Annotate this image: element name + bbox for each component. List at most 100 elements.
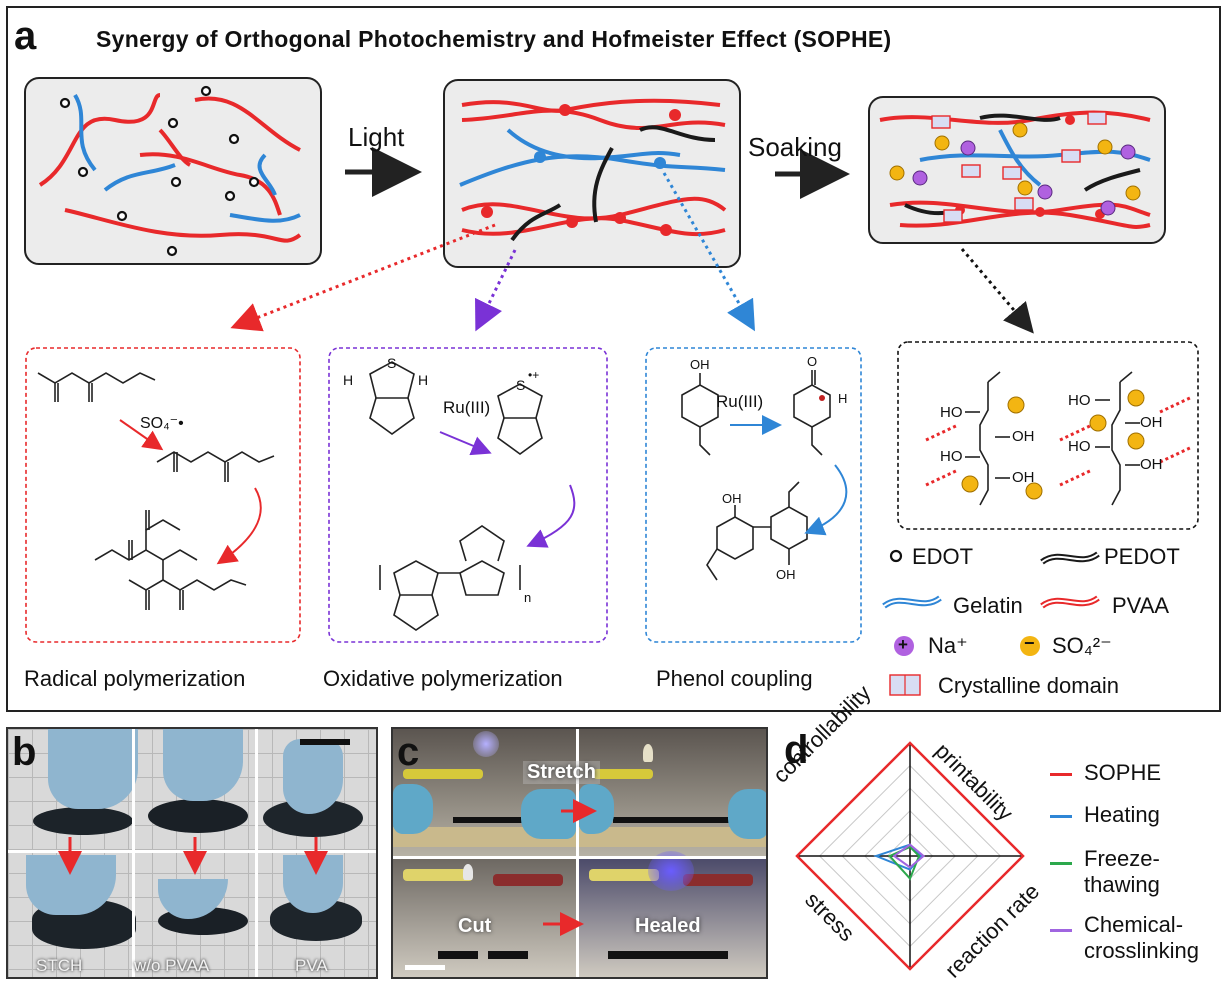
crystal-oh-2: OH (1012, 469, 1035, 486)
scale-bar-b (300, 739, 350, 745)
gel-cut-left (438, 951, 478, 959)
legend-sophe: SOPHE (1084, 760, 1162, 785)
gel-cut-right (488, 951, 528, 959)
oxidative-reagent-1: Ru(III) (443, 398, 491, 417)
panel-b-letter: b (12, 730, 37, 774)
connector-oxidative (475, 249, 517, 332)
divider-v2 (255, 729, 258, 977)
glove-c-2 (521, 789, 576, 839)
connector-phenol (662, 172, 755, 332)
crystalline-domains (931, 111, 1107, 223)
oxidative-structures (369, 361, 543, 631)
radar-series-chemical-crosslinking (892, 843, 926, 869)
radical-reagent: SO₄⁻• (140, 415, 184, 432)
pvaa-chains (38, 93, 302, 243)
radar-series-freeze-thawing (887, 845, 921, 881)
clip-yellow-top-2 (593, 769, 653, 779)
ruler-right (579, 827, 766, 847)
panel-d-letter: d (784, 728, 809, 772)
sample-stch-top (33, 807, 133, 835)
crystal-oh-4: OH (1140, 456, 1163, 473)
glove-1 (48, 729, 138, 809)
polymer-n: n (524, 590, 532, 605)
clip-yellow-top (403, 769, 483, 779)
legend-freeze-line (1050, 862, 1072, 865)
phenol-h: H (838, 391, 848, 406)
legend-chem-2: crosslinking (1084, 938, 1199, 963)
glove-2 (163, 729, 243, 801)
legend-edot: EDOT (912, 544, 974, 569)
glove-c-1 (393, 784, 433, 834)
panel-c-cut: Cut (458, 915, 492, 937)
panel-b-label-pva: PVA (295, 956, 328, 975)
legend-freeze-2: thawing (1084, 872, 1160, 897)
gel-strip-right (613, 817, 743, 823)
clip-red-bottom-2 (683, 874, 753, 886)
radar-series-sophe (795, 741, 1025, 971)
legend-pedot: PEDOT (1104, 544, 1180, 569)
legend-chem-1: Chemical- (1084, 912, 1184, 937)
legend-gelatin: Gelatin (953, 593, 1023, 618)
crystal-oh-1: OH (1012, 428, 1035, 445)
legend-so4: SO₄²⁻ (1052, 633, 1112, 658)
clip-red-bottom (493, 874, 563, 886)
scale-bar-c (405, 965, 445, 970)
legend-na-plus-sym: + (898, 635, 908, 654)
radical-structures (37, 372, 275, 610)
c-divider-h (393, 856, 766, 859)
radical-cation-plus: •+ (528, 368, 540, 382)
crystal-ho-4: HO (1068, 438, 1091, 455)
radical-box (25, 347, 301, 643)
phenol-reagent: Ru(III) (716, 392, 764, 411)
panel-b (6, 727, 378, 979)
panel-b-label-wopvaa: w/o PVAA (134, 956, 210, 975)
connector-radical (230, 223, 496, 332)
divider-v1 (132, 729, 135, 977)
panel-a-schematic (24, 77, 1199, 696)
caption-phenol: Phenol coupling (656, 666, 813, 691)
phenol-o: O (807, 354, 818, 369)
panel-b-arrows (58, 837, 328, 875)
phenol-oh-1: OH (690, 357, 710, 372)
light-label: Light (348, 122, 405, 152)
legend-freeze-1: Freeze- (1084, 846, 1160, 871)
led-glow-top (473, 731, 499, 757)
legend-sophe-line (1050, 773, 1072, 776)
gel-strip-left (453, 817, 523, 823)
led-cut (463, 864, 473, 880)
legend-so4-minus-sym: − (1024, 633, 1035, 653)
caption-oxidative: Oxidative polymerization (323, 666, 563, 691)
legend-pvaa: PVAA (1112, 593, 1170, 618)
glove-3 (283, 739, 343, 814)
glove-c-4 (728, 789, 766, 839)
crystal-ho-2: HO (940, 448, 963, 465)
soaking-label: Soaking (748, 132, 842, 162)
precursor-box (24, 77, 322, 265)
crystal-ho-3: HO (1068, 392, 1091, 409)
legend-chem-line (1050, 929, 1072, 932)
gel-healed (608, 951, 728, 959)
phenol-oh-2: OH (722, 491, 742, 506)
panel-c-letter: c (397, 730, 420, 774)
radical-cation-s: S (516, 377, 526, 393)
soaked-box (868, 96, 1166, 244)
crystal-oh-3: OH (1140, 414, 1163, 431)
panel-c-stretch: Stretch (523, 761, 600, 784)
panel-a (6, 6, 1221, 712)
edot-s: S (387, 355, 397, 371)
c-divider-v (576, 729, 579, 977)
radar-chart (795, 741, 1025, 971)
caption-radical: Radical polymerization (24, 666, 246, 691)
legend-heating-line (1050, 815, 1072, 818)
legend-heating: Heating (1084, 802, 1160, 827)
edot-h-left: H (343, 372, 354, 388)
panel-c-healed: Healed (635, 915, 701, 937)
led-top-right (643, 744, 653, 762)
phenol-structures (681, 370, 831, 581)
panel-c-arrows (543, 799, 597, 936)
panel-a-letter: a (14, 14, 37, 58)
panel-c (391, 727, 768, 979)
phenol-box (645, 347, 862, 643)
crystal-box (897, 341, 1199, 530)
phenol-oh-3: OH (776, 567, 796, 582)
